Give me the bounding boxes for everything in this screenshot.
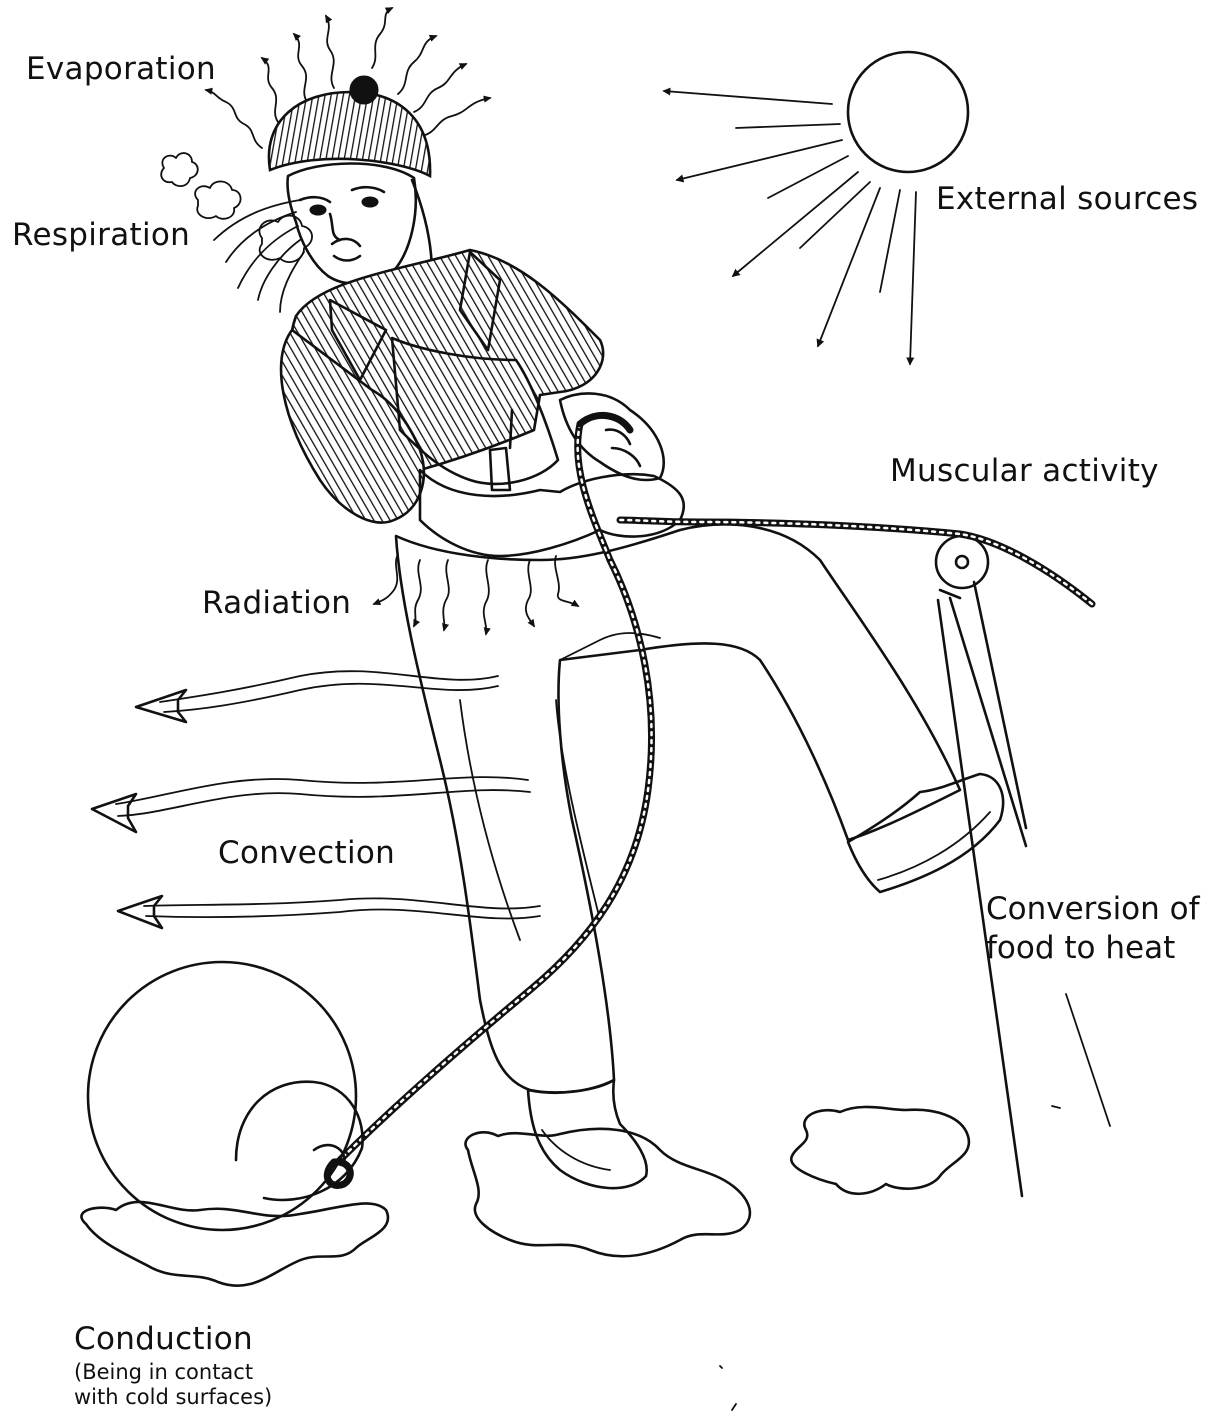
conduction-note-line2: with cold surfaces)	[74, 1385, 272, 1410]
label-conversion-line2: food to heat	[986, 929, 1200, 968]
buoy-icon	[88, 962, 363, 1230]
pulley-icon	[936, 536, 1110, 1196]
label-conduction-note: (Being in contact with cold surfaces)	[74, 1360, 272, 1410]
label-evaporation: Evaporation	[26, 54, 216, 85]
label-conduction: Conduction	[74, 1324, 253, 1355]
label-respiration: Respiration	[12, 220, 190, 251]
label-external-sources: External sources	[936, 184, 1198, 215]
label-radiation: Radiation	[202, 588, 351, 619]
label-convection: Convection	[218, 838, 395, 869]
rope-icon	[327, 415, 1092, 1185]
radiation-wavy-arrows	[374, 554, 578, 634]
label-muscular-activity: Muscular activity	[890, 456, 1159, 487]
label-conversion-line1: Conversion of	[986, 890, 1200, 929]
label-conversion-of-food-to-heat: Conversion of food to heat	[986, 890, 1200, 968]
convection-arrows	[92, 671, 540, 928]
conduction-note-line1: (Being in contact	[74, 1360, 272, 1385]
sun-icon	[664, 52, 968, 364]
